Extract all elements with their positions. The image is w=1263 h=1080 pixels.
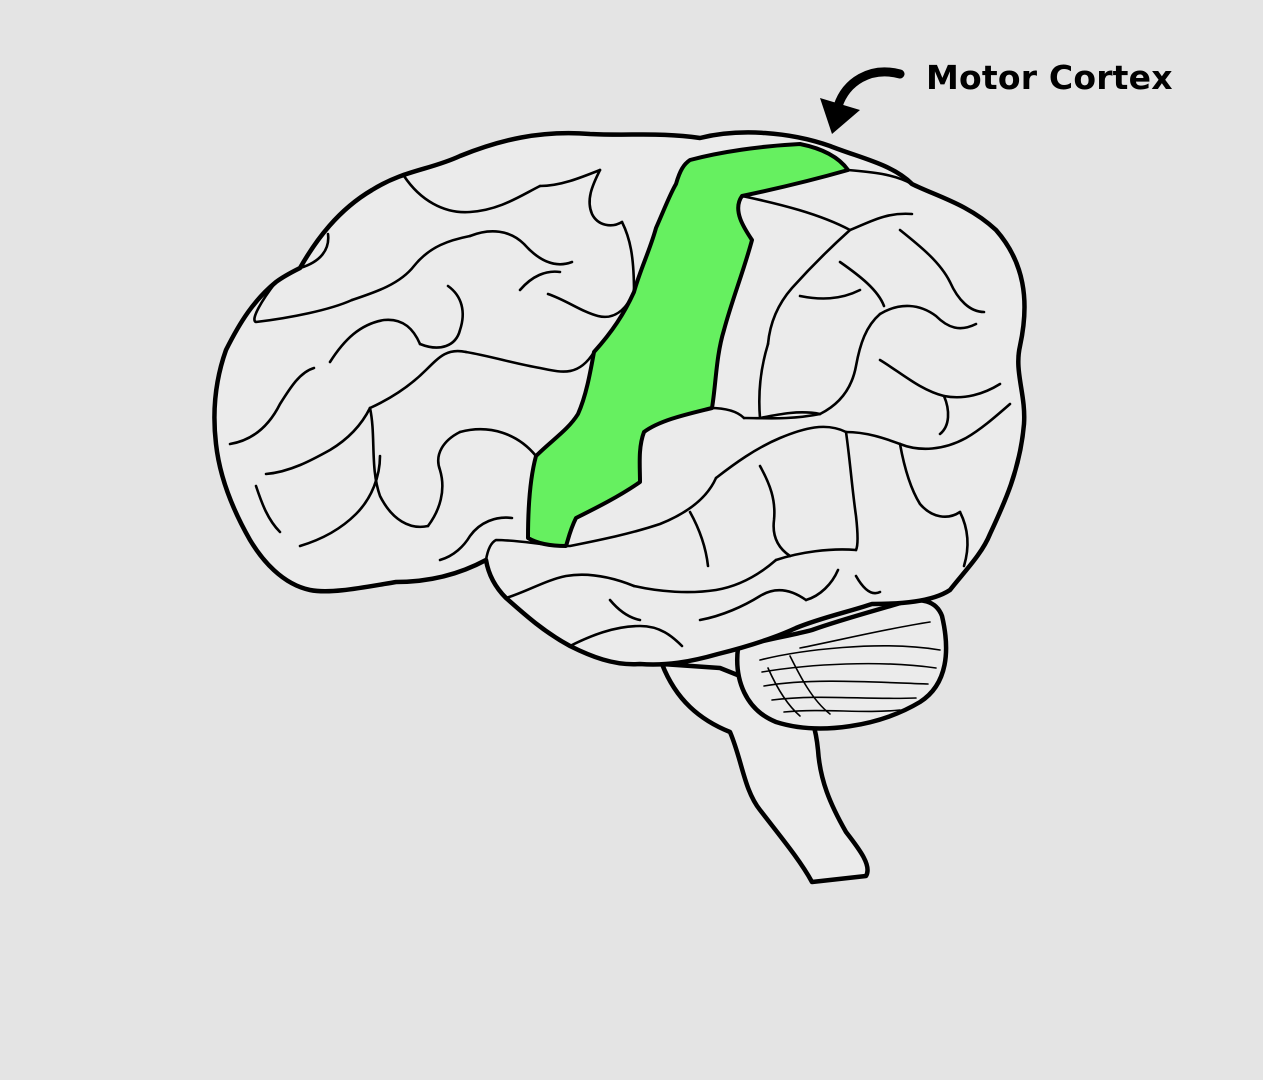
- brainstem: [659, 661, 870, 885]
- cerebellum: [735, 598, 949, 731]
- curved-arrow-icon: [820, 67, 905, 134]
- motor-cortex-label: Motor Cortex: [926, 58, 1173, 97]
- parietal-folds: [708, 168, 1002, 436]
- frontal-folds: [228, 168, 636, 562]
- temporal-folds: [484, 402, 1012, 648]
